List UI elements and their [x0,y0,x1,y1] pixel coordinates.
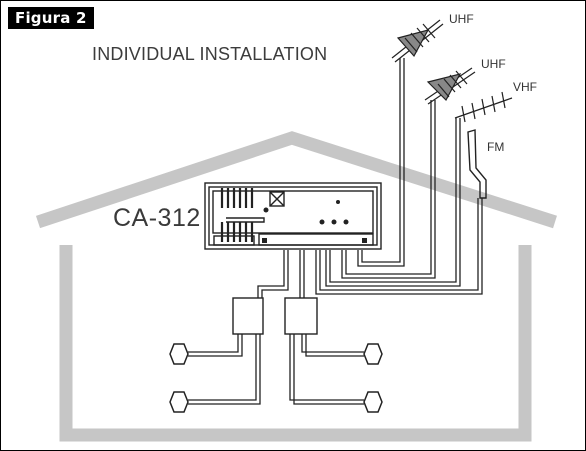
splitter-right [284,297,318,335]
tv-outlet-icons [169,343,383,413]
fm-label: FM [487,140,505,154]
output-cables [257,250,305,298]
vhf-label: VHF [513,80,537,94]
splitter-left [232,297,264,335]
outlet-icon [363,391,383,413]
amplifier-heatsink [220,188,254,242]
uhf-antenna-mid [424,67,476,105]
device-label: CA-312 [113,204,201,232]
outlet-icon [169,343,189,365]
fm-antenna [467,129,487,199]
amplifier-connectors [262,200,367,243]
amplifier-box [204,182,382,250]
uhf-label-mid: UHF [481,57,506,71]
house-walls [59,245,532,442]
outlet-icon [363,343,383,365]
diagram-title: INDIVIDUAL INSTALLATION [92,44,328,64]
uhf-antenna-top [391,19,444,63]
uhf-label-top: UHF [449,12,474,26]
figure-label: Figura 2 [8,7,94,29]
antenna-cables [315,58,483,295]
outlet-icon [169,391,189,413]
vhf-antenna [454,91,513,123]
house-roof [35,131,557,229]
house-outline [35,131,557,442]
outlet-cables [188,334,364,405]
